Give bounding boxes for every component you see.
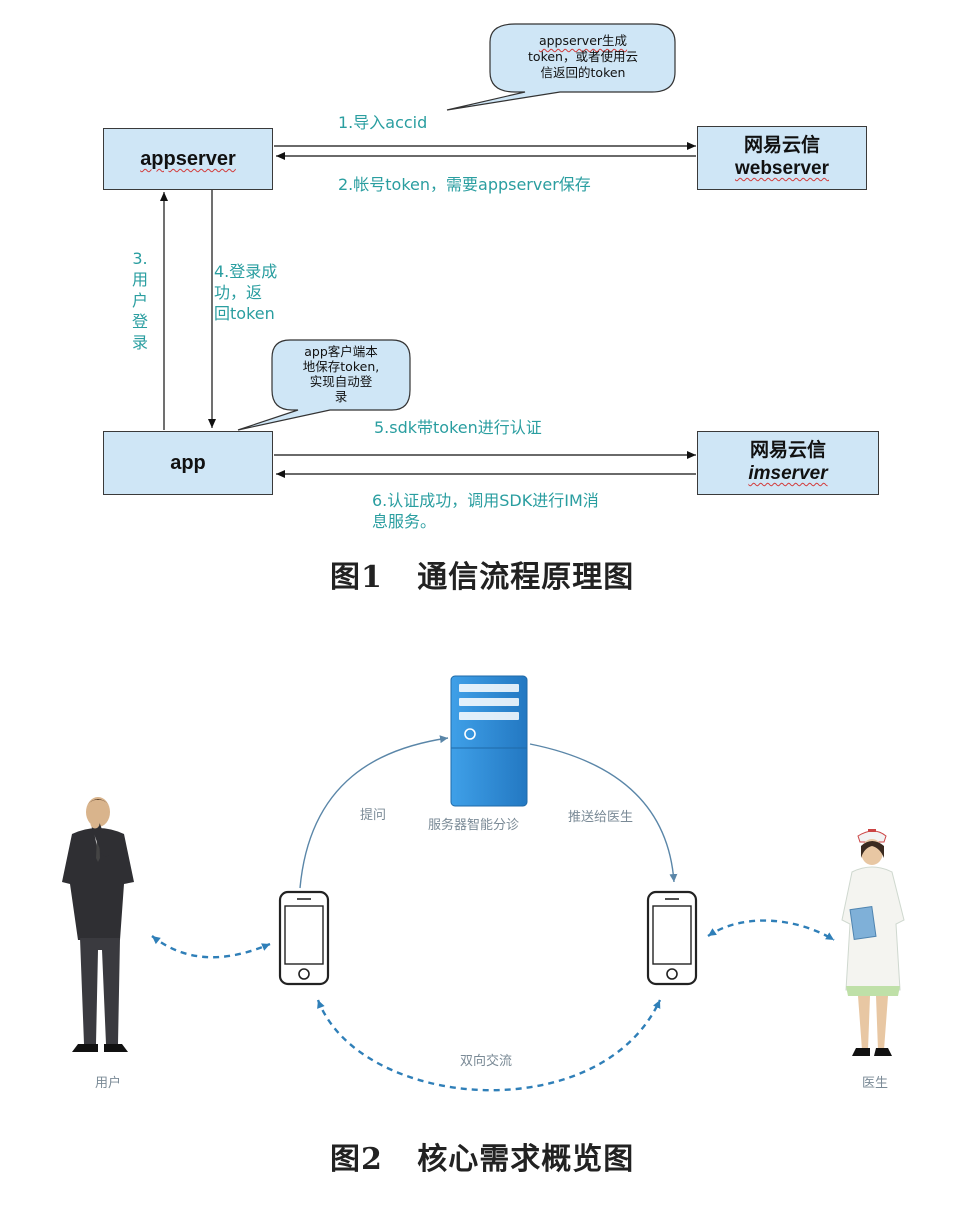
node-app-label: app <box>170 452 206 474</box>
mid-bubble-line1: app客户端本 <box>304 344 378 359</box>
edge-label-step4-line3: 回token <box>214 304 275 323</box>
node-imserver-line1: 网易云信 <box>749 440 826 462</box>
node-imserver-line2: imserver <box>748 463 828 484</box>
edge-label-step6-line2: 息服务。 <box>372 512 437 531</box>
push-label: 推送给医生 <box>568 810 634 825</box>
edge-label-step5-text: 5.sdk带token进行认证 <box>374 418 542 437</box>
node-imserver: 网易云信 imserver <box>697 431 879 495</box>
figure1-connectors <box>160 23 696 478</box>
server-label: 服务器智能分诊 <box>428 818 520 833</box>
user-figure-icon <box>62 797 134 1052</box>
server-icon <box>450 675 528 807</box>
edge-label-step4-line2: 功，返 <box>214 283 263 302</box>
mid-bubble-shape <box>237 339 411 431</box>
mid-bubble-text: app客户端本 地保存token, 实现自动登 录 <box>274 344 408 404</box>
doctor-figure-icon <box>841 829 905 1056</box>
edge-label-step1: 1.导入accid <box>338 112 427 133</box>
edge-label-step5: 5.sdk带token进行认证 <box>374 417 542 438</box>
top-bubble-shape <box>446 23 676 111</box>
edge-label-step3-line3: 户 <box>131 291 148 310</box>
figure2-caption: 图2 核心需求概览图 <box>330 1142 635 1177</box>
node-appserver: appserver <box>103 128 273 190</box>
user-label: 用户 <box>95 1076 122 1091</box>
node-app: app <box>103 431 273 495</box>
two-way-dashed-arrow <box>316 999 662 1092</box>
top-bubble-text: appserver生成 token，或者使用云 信返回的token <box>492 33 674 81</box>
mid-bubble-line2: 地保存token, <box>302 359 380 374</box>
top-bubble-line2: token，或者使用云 <box>528 49 638 64</box>
top-bubble-line3: 信返回的token <box>540 65 626 80</box>
node-webserver-line2: webserver <box>734 158 829 179</box>
edge-label-step3: 3. 用 户 登 录 <box>129 248 151 353</box>
interaction-label: 双向交流 <box>460 1054 513 1069</box>
ask-label: 提问 <box>360 808 387 823</box>
user-phone-dashed-arrow <box>151 935 271 959</box>
edge-label-step3-line1: 3. <box>132 249 148 268</box>
edge-label-step6-line1: 6.认证成功，调用SDK进行IM消 <box>372 491 599 510</box>
figure1-caption: 图1 通信流程原理图 <box>330 560 635 595</box>
edge-label-step2: 2.帐号token，需要appserver保存 <box>338 174 591 195</box>
edge-label-step4: 4.登录成 功，返 回token <box>214 261 277 324</box>
edge-label-step2-text: 2.帐号token，需要appserver保存 <box>338 175 591 194</box>
node-webserver-line1: 网易云信 <box>743 135 820 157</box>
doctor-label: 医生 <box>862 1076 889 1091</box>
doctor-phone-icon <box>646 890 698 986</box>
edge-label-step3-line5: 录 <box>131 333 148 352</box>
edge-label-step6: 6.认证成功，调用SDK进行IM消 息服务。 <box>372 490 599 532</box>
edge-label-step1-text: 1.导入accid <box>338 113 428 132</box>
top-bubble-line1: appserver生成 <box>538 33 628 48</box>
user-phone-icon <box>278 890 330 986</box>
node-appserver-label: appserver <box>140 148 236 170</box>
mid-bubble-line3: 实现自动登 <box>309 374 373 389</box>
edge-label-step3-line4: 登 <box>131 312 148 331</box>
doctor-phone-dashed-arrow <box>707 919 835 942</box>
mid-bubble-line4: 录 <box>334 389 348 404</box>
edge-label-step4-line1: 4.登录成 <box>214 262 278 281</box>
edge-label-step3-line2: 用 <box>131 270 148 289</box>
node-webserver: 网易云信 webserver <box>697 126 867 190</box>
